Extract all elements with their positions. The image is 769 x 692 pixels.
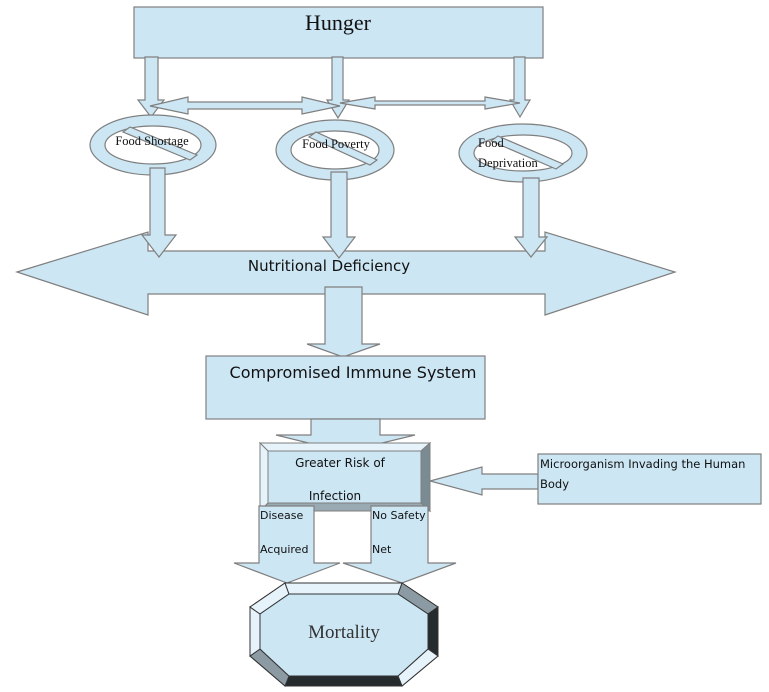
mortality-octagon [249,582,439,687]
mortality-label: Mortality [308,622,380,643]
microorganism-label-line1: Microorganism Invading the Human [540,457,745,471]
arrow-hunger-to-food-shortage [136,56,166,118]
microorganism-box [537,453,762,505]
nutritional-deficiency-label: Nutritional Deficiency [248,257,410,275]
arrow-food-shortage-to-deficiency [140,167,178,258]
arrow-food-deprivation-to-deficiency [513,177,549,258]
food-deprivation-label-line2: Deprivation [478,156,538,170]
compromised-immune-box [205,355,486,420]
food-shortage-no-symbol [89,114,217,176]
arrow-disease-acquired [233,505,341,584]
food-deprivation-no-symbol [458,123,588,183]
hunger-box [133,6,544,59]
greater-risk-label-line2: Infection [309,489,361,503]
disease-acquired-label-line1: Disease [260,509,303,522]
nutritional-deficiency-arrow [15,231,677,316]
hunger-label: Hunger [305,10,372,35]
arrow-hunger-to-food-deprivation [508,56,532,119]
no-safety-net-label-line1: No Safety [372,509,426,522]
compromised-immune-label: Compromised Immune System [230,363,477,382]
microorganism-label-line2: Body [540,477,569,491]
greater-risk-label-line1: Greater Risk of [295,456,386,470]
arrow-hunger-to-food-poverty [325,56,351,120]
disease-acquired-label-line2: Acquired [260,543,308,556]
arrow-deficiency-to-immune [306,286,381,358]
food-poverty-label: Food Poverty [302,137,370,151]
food-poverty-no-symbol [275,119,395,181]
food-deprivation-label-line1: Food [478,136,504,150]
double-arrow-poverty-deprivation [339,96,521,110]
double-arrow-shortage-poverty [149,96,341,115]
arrow-no-safety-net [342,505,457,584]
no-safety-net-label-line2: Net [372,543,392,556]
arrow-food-poverty-to-deficiency [321,171,357,259]
arrow-microorganism-to-risk [427,466,539,496]
food-shortage-label: Food Shortage [115,134,189,148]
